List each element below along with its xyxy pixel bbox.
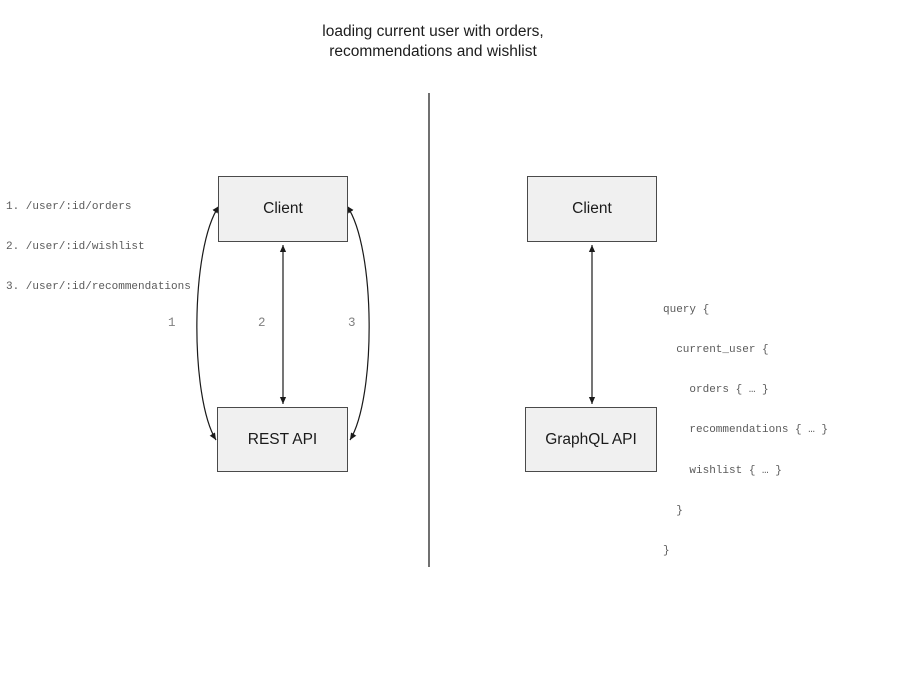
client-box-left: Client (218, 176, 348, 242)
arrow-label-2: 2 (258, 316, 266, 330)
endpoint-item: 3. /user/:id/recommendations (6, 281, 191, 294)
query-line: current_user { (663, 344, 769, 357)
client-box-right-label: Client (572, 200, 612, 217)
endpoint-item: 2. /user/:id/wishlist (6, 241, 145, 254)
query-line: recommendations { … } (663, 424, 829, 437)
rest-arrow-3-curve (346, 205, 370, 441)
query-line: wishlist { … } (663, 464, 782, 477)
query-line: } (663, 545, 670, 558)
rest-api-box-label: REST API (247, 430, 318, 448)
arrow-label-3: 3 (348, 316, 356, 330)
graphql-api-box: GraphQL API (525, 407, 657, 472)
endpoint-item: 1. /user/:id/orders (6, 200, 132, 213)
query-line: } (663, 504, 683, 517)
graphql-api-box-label: GraphQL API (545, 430, 637, 448)
diagram-title: loading current user with orders, recomm… (322, 23, 544, 61)
rest-api-box: REST API (217, 407, 348, 472)
arrow-label-1: 1 (168, 316, 176, 330)
client-box-right: Client (527, 176, 657, 242)
graphql-query-code: query { current_user { orders { … } reco… (663, 277, 828, 585)
query-line: query { (663, 303, 710, 316)
rest-endpoints-list: 1. /user/:id/orders 2. /user/:id/wishlis… (6, 174, 191, 321)
rest-arrow-1-curve (196, 205, 220, 441)
client-box-left-label: Client (263, 200, 303, 217)
query-line: orders { … } (663, 384, 769, 397)
